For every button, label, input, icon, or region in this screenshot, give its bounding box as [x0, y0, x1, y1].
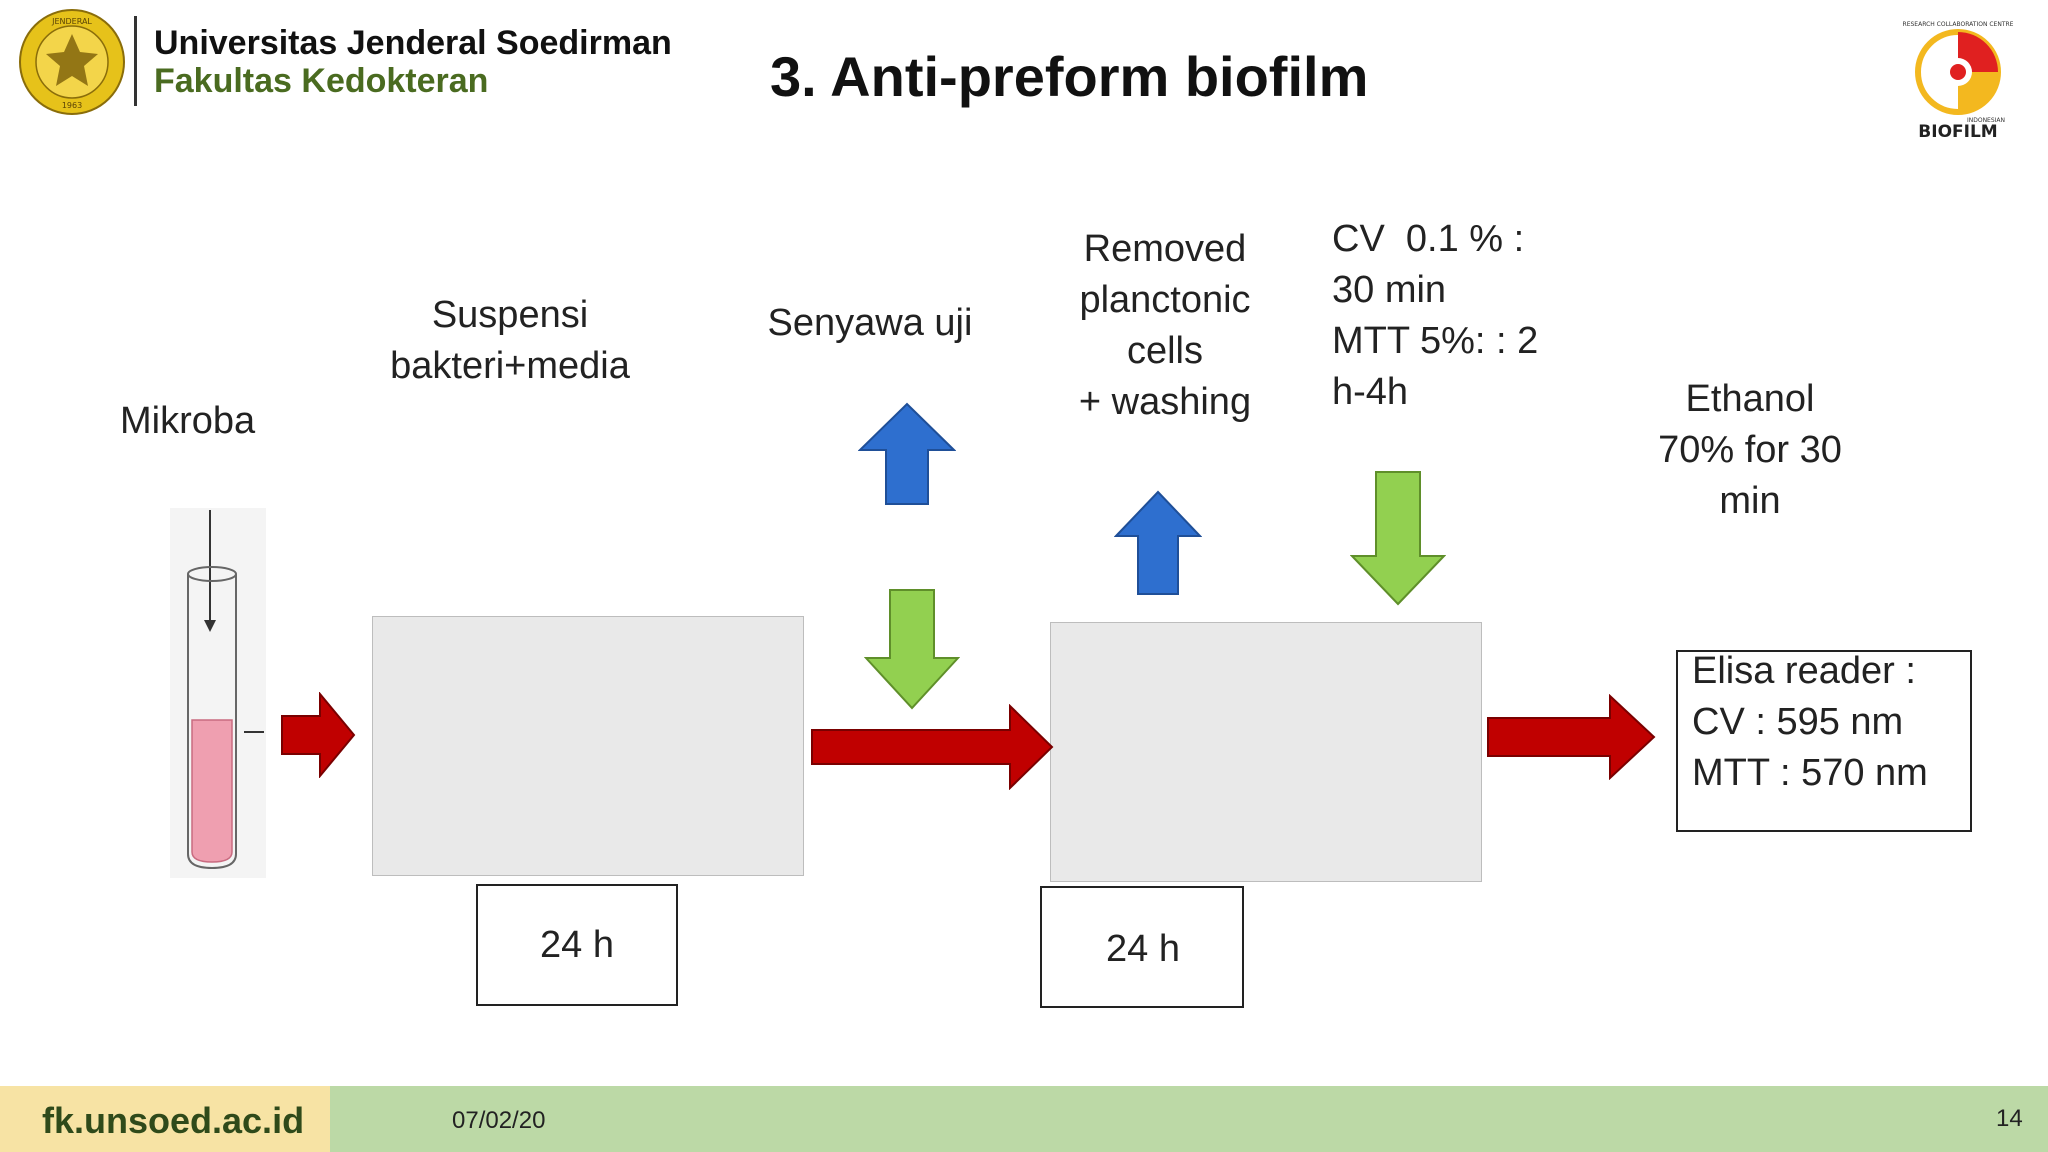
label-removed-line-4: + washing — [1078, 381, 1252, 423]
university-name: Universitas Jenderal Soedirman — [154, 24, 672, 62]
test-tube-icon — [170, 508, 266, 878]
label-suspensi-line-1: Suspensi — [431, 294, 589, 336]
label-removed-planctonic: Removed planctonic cells + washing — [1060, 224, 1270, 428]
elisa-reader-text: Elisa reader : CV : 595 nm MTT : 570 nm — [1692, 646, 1928, 799]
label-staining-line-3: MTT 5%: : 2 — [1332, 320, 1539, 362]
label-staining-line-4: h-4h — [1332, 371, 1409, 413]
arrow-down-icon — [1349, 470, 1447, 606]
biofilm-logo: RESEARCH COLLABORATION CENTRE INDONESIAN… — [1900, 16, 2016, 142]
label-removed-line-1: Removed — [1083, 228, 1247, 270]
elisa-reader-box: Elisa reader : CV : 595 nm MTT : 570 nm — [1676, 650, 1972, 832]
slide-title: 3. Anti-preform biofilm — [770, 45, 1369, 108]
arrow-right-icon — [810, 703, 1054, 791]
faculty-name: Fakultas Kedokteran — [154, 62, 489, 100]
arrow-right-icon — [1486, 693, 1656, 781]
plate-frame — [1049, 621, 1483, 883]
label-suspensi: Suspensi bakteri+media — [380, 290, 640, 392]
label-suspensi-line-2: bakteri+media — [390, 345, 630, 387]
elisa-reader-line-1: Elisa reader : — [1692, 650, 1916, 692]
arrow-up-icon — [1113, 490, 1203, 596]
well-plate-1: ABCDEFGH — [371, 605, 805, 877]
label-staining: CV 0.1 % : 30 min MTT 5%: : 2 h-4h — [1332, 214, 1538, 418]
incubation-time-1: 24 h — [540, 924, 614, 966]
plate-frame — [371, 615, 805, 877]
label-removed-line-2: planctonic — [1079, 279, 1251, 321]
incubation-box-2: 24 h — [1040, 886, 1244, 1008]
label-ethanol: Ethanol 70% for 30 min — [1640, 374, 1860, 527]
elisa-reader-line-2: CV : 595 nm — [1692, 701, 1904, 743]
biofilm-logo-small-text: INDONESIAN — [1967, 117, 2005, 124]
plate-row-label: H — [384, 616, 393, 619]
logo-ring-text-top: JENDERAL — [51, 17, 92, 26]
arrow-down-icon — [863, 588, 961, 710]
label-staining-line-2: 30 min — [1332, 269, 1447, 311]
label-senyawa-uji: Senyawa uji — [767, 302, 973, 344]
label-staining-line-1: CV 0.1 % : — [1332, 218, 1525, 260]
label-mikroba: Mikroba — [120, 400, 256, 442]
incubation-time-2: 24 h — [1106, 928, 1180, 970]
label-ethanol-line-1: Ethanol — [1685, 378, 1815, 420]
biofilm-logo-ring-text: RESEARCH COLLABORATION CENTRE — [1903, 21, 2014, 28]
arrow-up-icon — [857, 402, 957, 506]
well-plate-2: ABCDEFGH — [1049, 611, 1483, 883]
label-removed-line-3: cells — [1126, 330, 1204, 372]
label-ethanol-line-2: 70% for 30 — [1658, 429, 1842, 471]
slide-number: 14 — [1996, 1105, 2023, 1132]
header-divider — [134, 16, 137, 106]
label-ethanol-line-3: min — [1719, 480, 1781, 522]
incubation-box-1: 24 h — [476, 884, 678, 1006]
unsoed-logo: JENDERAL 1963 — [18, 8, 126, 116]
plate-row-label: H — [1062, 622, 1071, 625]
footer-date: 07/02/20 — [452, 1107, 546, 1134]
footer-bar — [0, 1086, 2048, 1152]
footer-site-background — [0, 1086, 330, 1152]
logo-ring-text-bottom: 1963 — [62, 101, 82, 110]
elisa-reader-line-3: MTT : 570 nm — [1692, 752, 1928, 794]
footer-website[interactable]: fk.unsoed.ac.id — [42, 1100, 305, 1141]
arrow-right-icon — [280, 691, 356, 779]
biofilm-logo-wordmark: BIOFILM — [1918, 122, 1997, 142]
